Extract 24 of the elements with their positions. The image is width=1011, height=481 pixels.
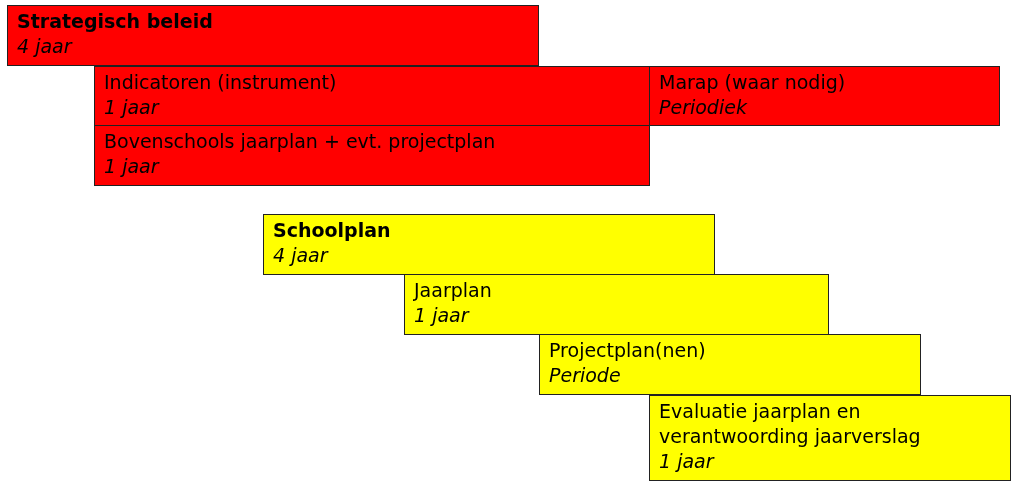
plan-title: Jaarplan bbox=[414, 278, 493, 303]
plan-title: Marap (waar nodig) bbox=[659, 70, 847, 95]
plan-box bbox=[404, 274, 829, 335]
plan-title: Evaluatie jaarplan en verantwoording jaarverslag bbox=[659, 399, 922, 449]
plan-duration: 4 jaar bbox=[273, 243, 330, 268]
plan-title: Strategisch beleid bbox=[17, 9, 214, 34]
plan-duration: 4 jaar bbox=[17, 34, 74, 59]
plan-title: Schoolplan bbox=[273, 218, 392, 243]
plan-duration: 1 jaar bbox=[659, 449, 716, 474]
plan-duration: 1 jaar bbox=[104, 154, 161, 179]
plan-title: Bovenschools jaarplan + evt. projectplan bbox=[104, 129, 497, 154]
plan-title: Indicatoren (instrument) bbox=[104, 70, 338, 95]
plan-duration: 1 jaar bbox=[414, 303, 471, 328]
plan-box bbox=[263, 214, 715, 275]
plan-duration: Periode bbox=[549, 363, 622, 388]
plan-box bbox=[649, 395, 1011, 481]
plan-duration: 1 jaar bbox=[104, 95, 161, 120]
plan-box bbox=[94, 125, 650, 186]
plan-title: Projectplan(nen) bbox=[549, 338, 707, 363]
plan-box bbox=[649, 66, 1000, 126]
plan-box bbox=[539, 334, 921, 395]
plan-duration: Periodiek bbox=[659, 95, 748, 120]
plan-box bbox=[94, 66, 650, 126]
plan-box bbox=[7, 5, 539, 66]
